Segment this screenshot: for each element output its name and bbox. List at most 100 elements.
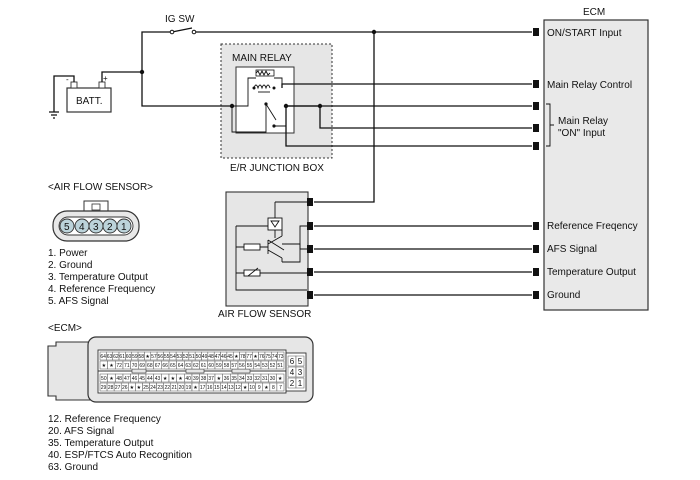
- ecm-pin-terminals: [533, 28, 539, 299]
- ecm-pin-number: 13: [228, 385, 234, 391]
- ecm-pin-number: 58: [138, 354, 144, 360]
- afs-legend-5: 5. AFS Signal: [48, 296, 109, 307]
- ecm-pin-number: 55: [164, 354, 170, 360]
- ecm-pin-number: 25: [143, 385, 149, 391]
- ecm-pin-number: 47: [215, 354, 221, 360]
- ecm-pin-number: 28: [108, 385, 114, 391]
- ecm-pin-main-relay-on-line2: "ON" Input: [558, 128, 605, 139]
- ecm-side-pin-number: 3: [298, 368, 303, 377]
- ecm-pin-temperature-output: Temperature Output: [547, 267, 636, 278]
- ecm-pin-number: 15: [214, 385, 220, 391]
- ecm-pin-number: 52: [270, 363, 276, 369]
- ecm-pin-number: 43: [155, 376, 161, 382]
- ecm-pin-number: 59: [216, 363, 222, 369]
- ecm-label: ECM: [583, 7, 605, 18]
- ecm-pin-number: 48: [116, 376, 122, 382]
- ecm-pin-number: 60: [208, 363, 214, 369]
- ecm-pin-number: 72: [116, 363, 122, 369]
- afs-pin-1: 1: [121, 222, 127, 233]
- ecm-pin-number: 55: [247, 363, 253, 369]
- ecm-pin-number: 19: [186, 385, 192, 391]
- ecm-pin-number: 10: [249, 385, 255, 391]
- ecm-side-pin-number: 5: [298, 357, 303, 366]
- ecm-pin-number: ★: [145, 354, 150, 360]
- ecm-pin-number: 46: [132, 376, 138, 382]
- ecm-pin-number: 17: [200, 385, 206, 391]
- ecm-pin-number: 51: [277, 363, 283, 369]
- ecm-pin-number: ★: [217, 376, 222, 382]
- ecm-pin-number: 9: [258, 385, 261, 391]
- ecm-pin-number: 20: [179, 385, 185, 391]
- ecm-pin-number: 56: [239, 363, 245, 369]
- ecm-pin-number: 75: [265, 354, 271, 360]
- ecm-pin-number: 49: [202, 354, 208, 360]
- ecm-pin-number: 35: [231, 376, 237, 382]
- ecm-side-pin-number: 2: [290, 379, 295, 388]
- afs-connector-title: <AIR FLOW SENSOR>: [48, 182, 153, 193]
- ecm-pin-number: ★: [178, 376, 183, 382]
- ecm-pin-number: 74: [272, 354, 278, 360]
- ecm-pin-number: 36: [224, 376, 230, 382]
- ecm-pin-number: 21: [172, 385, 178, 391]
- ecm-box: [543, 19, 649, 311]
- ecm-pin-number: 70: [132, 363, 138, 369]
- ecm-pin-number: 57: [231, 363, 237, 369]
- ecm-connector-title: <ECM>: [48, 323, 82, 334]
- ecm-pin-number: 52: [183, 354, 189, 360]
- ecm-pin-number: 65: [170, 363, 176, 369]
- ecm-pin-number: 64: [100, 354, 106, 360]
- ecm-pin-cell: [276, 382, 285, 392]
- ecm-pin-number: 32: [254, 376, 260, 382]
- ecm-pin-number: 68: [147, 363, 153, 369]
- main-relay-box: [235, 66, 295, 134]
- ecm-pin-number: 37: [208, 376, 214, 382]
- ecm-pin-on-start: ON/START Input: [547, 28, 622, 39]
- ecm-pin-cell: [277, 351, 285, 361]
- ecm-pin-number: 76: [259, 354, 265, 360]
- ecm-pin-number: 45: [227, 354, 233, 360]
- ecm-pin-number: ★: [102, 363, 107, 369]
- ecm-pin-number: 47: [124, 376, 130, 382]
- ecm-pin-number: 63: [107, 354, 113, 360]
- ecm-pin-number: ★: [253, 354, 258, 360]
- ecm-legend-1: 12. Reference Frequency: [48, 414, 161, 425]
- svg-text:-: -: [66, 75, 69, 84]
- ecm-pin-afs-signal: AFS Signal: [547, 244, 597, 255]
- ecm-pin-number: 23: [157, 385, 163, 391]
- afs-legend-2: 2. Ground: [48, 260, 93, 271]
- ecm-side-pin-number: 4: [290, 368, 295, 377]
- ecm-pin-number: 29: [101, 385, 107, 391]
- ecm-pin-number: 30: [270, 376, 276, 382]
- junction-box-label: E/R JUNCTION BOX: [230, 163, 324, 174]
- ecm-pin-number: 60: [126, 354, 132, 360]
- ecm-side-pin-cell: [295, 355, 305, 367]
- ecm-pin-number: 54: [254, 363, 260, 369]
- ecm-pin-number: 7: [279, 385, 282, 391]
- ecm-pin-number: 22: [164, 385, 170, 391]
- ecm-pin-number: ★: [234, 354, 239, 360]
- ecm-pin-number: 58: [224, 363, 230, 369]
- ecm-pin-cell: [276, 373, 285, 383]
- ecm-side-pin-cell: [295, 366, 305, 378]
- ecm-pin-number: 45: [139, 376, 145, 382]
- ecm-pin-number: 50: [101, 376, 107, 382]
- ecm-pin-number: ★: [163, 376, 168, 382]
- ecm-pin-number: 69: [139, 363, 145, 369]
- ecm-pin-number: 57: [151, 354, 157, 360]
- afs-terminals: [307, 198, 313, 299]
- ecm-side-pin-number: 1: [298, 379, 303, 388]
- ecm-pin-number: 62: [113, 354, 119, 360]
- ecm-pin-number: 46: [221, 354, 227, 360]
- ecm-pin-number: 77: [246, 354, 252, 360]
- ecm-pin-number: 26: [122, 385, 128, 391]
- battery-box: [66, 87, 112, 113]
- ecm-pin-number: 39: [193, 376, 199, 382]
- ecm-legend-4: 40. ESP/FTCS Auto Recognition: [48, 450, 192, 461]
- ecm-pin-number: 31: [262, 376, 268, 382]
- ecm-pin-number: ★: [193, 385, 198, 391]
- ecm-pin-reference-freq: Reference Freqency: [547, 221, 638, 232]
- ecm-pin-ground: Ground: [547, 290, 580, 301]
